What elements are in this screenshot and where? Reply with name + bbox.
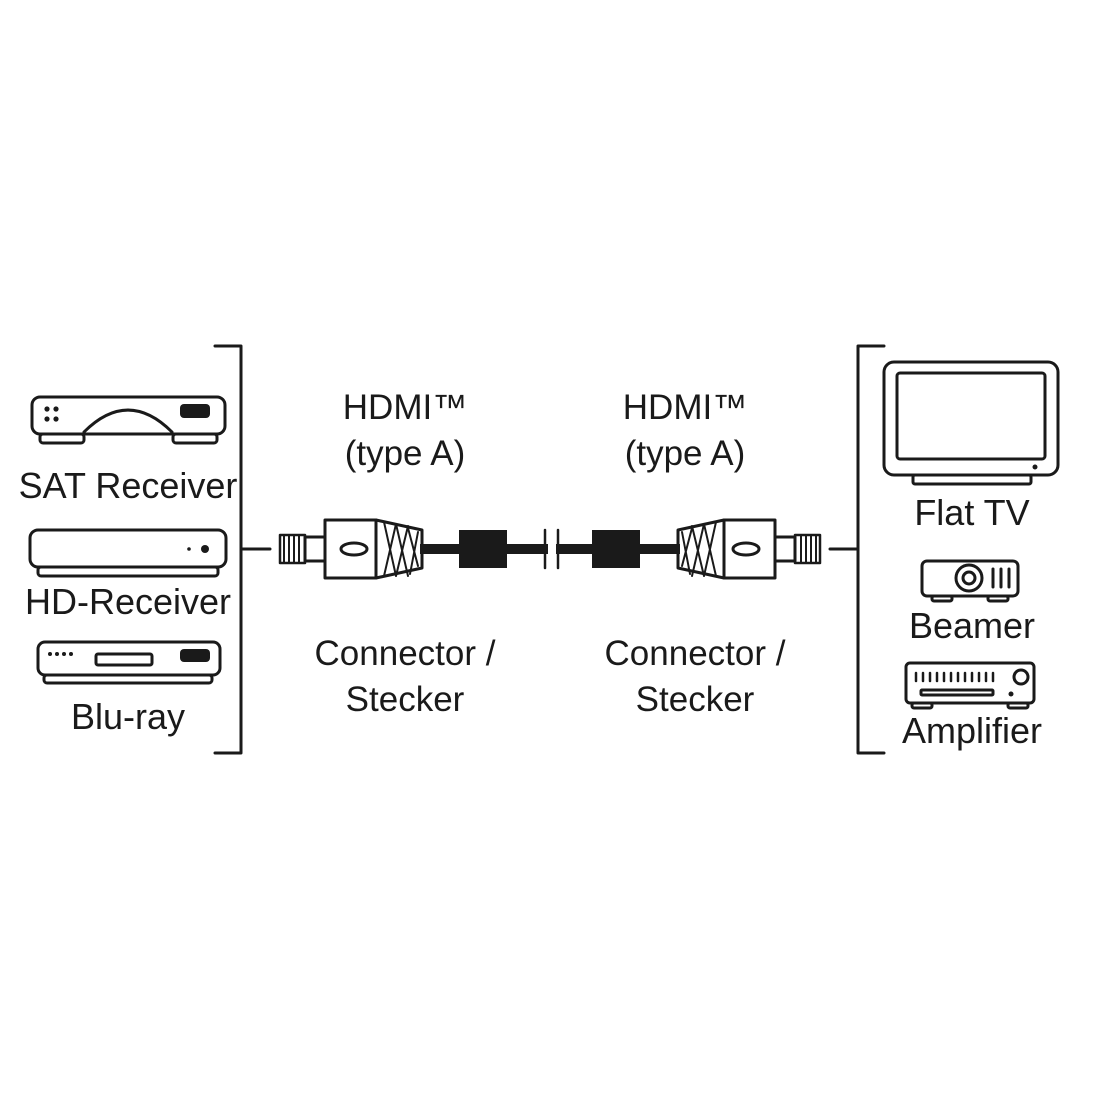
sink-label-flat-tv: Flat TV [914,492,1030,533]
source-label-bluray: Blu-ray [70,696,186,737]
beamer-icon [920,559,1020,603]
connector-desc-right-line1: Connector / [604,634,786,673]
connector-type-left-line2: (type A) [344,434,466,473]
hd-receiver-icon [28,528,228,578]
hdmi-plug-right [676,518,822,580]
target-devices-bracket [828,344,886,755]
source-label-sat-receiver: SAT Receiver [18,465,238,506]
connector-desc-left-line1: Connector / [314,634,496,673]
flat-tv-icon [882,360,1060,486]
amplifier-icon [904,661,1036,710]
bluray-player-icon [36,640,222,685]
sat-receiver-icon [30,395,227,445]
connector-type-left-line1: HDMI™ [342,388,468,427]
ferrite-core-right [592,530,640,568]
hdmi-plug-left [278,518,424,580]
connector-desc-left-line2: Stecker [345,680,465,719]
connector-desc-right-line2: Stecker [635,680,755,719]
connector-type-right-line2: (type A) [624,434,746,473]
source-label-hd-receiver: HD-Receiver [24,581,232,622]
sink-label-amplifier: Amplifier [901,710,1043,751]
source-devices-bracket [213,344,272,755]
connector-type-right-line1: HDMI™ [622,388,748,427]
sink-label-beamer: Beamer [908,605,1036,646]
ferrite-core-left [459,530,507,568]
